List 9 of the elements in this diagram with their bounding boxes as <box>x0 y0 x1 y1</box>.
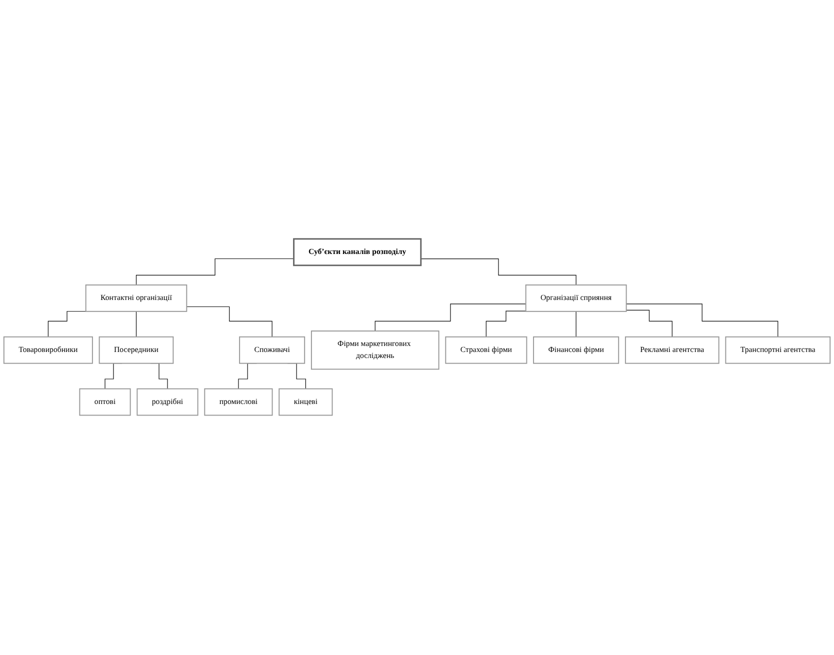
connector <box>48 311 86 338</box>
connector <box>374 304 526 332</box>
connector <box>486 311 526 338</box>
connector <box>626 304 778 338</box>
connector <box>136 258 294 286</box>
connector <box>186 306 272 338</box>
connector <box>420 258 576 286</box>
connector <box>626 310 672 338</box>
connector <box>136 312 137 338</box>
